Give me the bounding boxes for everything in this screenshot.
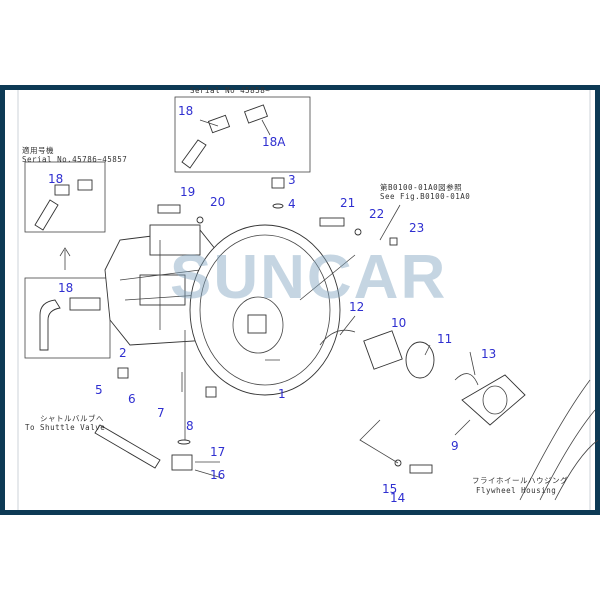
callout-1: 1 [278, 387, 286, 401]
callout-10: 10 [391, 316, 406, 330]
callout-16: 16 [210, 468, 225, 482]
sensor-18-lower [39, 297, 101, 351]
callout-18: 18 [48, 172, 63, 186]
bearing-10 [363, 330, 403, 370]
callout-6: 6 [128, 392, 136, 406]
bolt-21 [319, 217, 345, 227]
bolt-14 [409, 464, 433, 474]
note-shuttle: To Shuttle Valve [25, 423, 105, 432]
housing-9 [461, 374, 526, 426]
frame-divider [589, 90, 591, 510]
fitting-5 [117, 367, 129, 379]
leader-lines [181, 204, 476, 479]
note-flywheel-jp: フライホイールハウジング [472, 475, 568, 485]
flywheel-plate [189, 224, 341, 396]
washer-22 [354, 228, 362, 236]
callout-7: 7 [157, 406, 165, 420]
sensor-18-top [181, 104, 271, 169]
ring-11 [405, 341, 435, 379]
callout-3: 3 [288, 173, 296, 187]
callout-11: 11 [437, 332, 452, 346]
oring-17 [177, 439, 191, 445]
note-shuttle-jp: シャトルバルブへ [40, 413, 104, 423]
callout-2: 2 [119, 346, 127, 360]
callout-9: 9 [451, 439, 459, 453]
note-left-serial: Serial No.45786~45857 [22, 155, 127, 164]
nut-23 [389, 237, 398, 246]
snap-ring-13 [454, 373, 479, 386]
plug-3 [271, 177, 285, 189]
callout-8: 8 [186, 419, 194, 433]
snap-ring-12 [319, 329, 356, 346]
callout-22: 22 [369, 207, 384, 221]
callout-13: 13 [481, 347, 496, 361]
sensor-18-left [34, 179, 93, 231]
callout-5: 5 [95, 383, 103, 397]
frame-divider [17, 90, 19, 510]
note-flywheel: Flywheel Housing [476, 486, 556, 495]
callout-17: 17 [210, 445, 225, 459]
callout-21: 21 [340, 196, 355, 210]
washer-4 [272, 203, 284, 209]
callout-12: 12 [349, 300, 364, 314]
flywheel-housing [519, 379, 599, 501]
note-top-serial: Serial No 45858~ [190, 86, 270, 95]
detail-box-top [174, 96, 311, 173]
callout-18a: 18A [262, 135, 286, 149]
washer-20 [196, 216, 204, 224]
watermark: SUNCAR [170, 243, 447, 312]
callout-15: 15 [382, 482, 397, 496]
callout-18: 18 [178, 104, 193, 118]
callout-14: 14 [390, 491, 405, 505]
arrow-up-icon [59, 247, 71, 270]
note-see-fig-jp: 第B0100-01A0図参照 [380, 182, 462, 192]
fitting-7 [205, 386, 217, 398]
note-applicable-jp: 適用号機 [22, 145, 54, 155]
callout-19: 19 [180, 185, 195, 199]
detail-box-left [24, 161, 106, 233]
bolt-19 [157, 204, 181, 214]
callout-20: 20 [210, 195, 225, 209]
callout-18: 18 [58, 281, 73, 295]
note-see-fig: See Fig.B0100-01A0 [380, 192, 470, 201]
callout-4: 4 [288, 197, 296, 211]
hose-to-shuttle [94, 424, 161, 469]
adapter-16 [171, 454, 193, 471]
callout-23: 23 [409, 221, 424, 235]
